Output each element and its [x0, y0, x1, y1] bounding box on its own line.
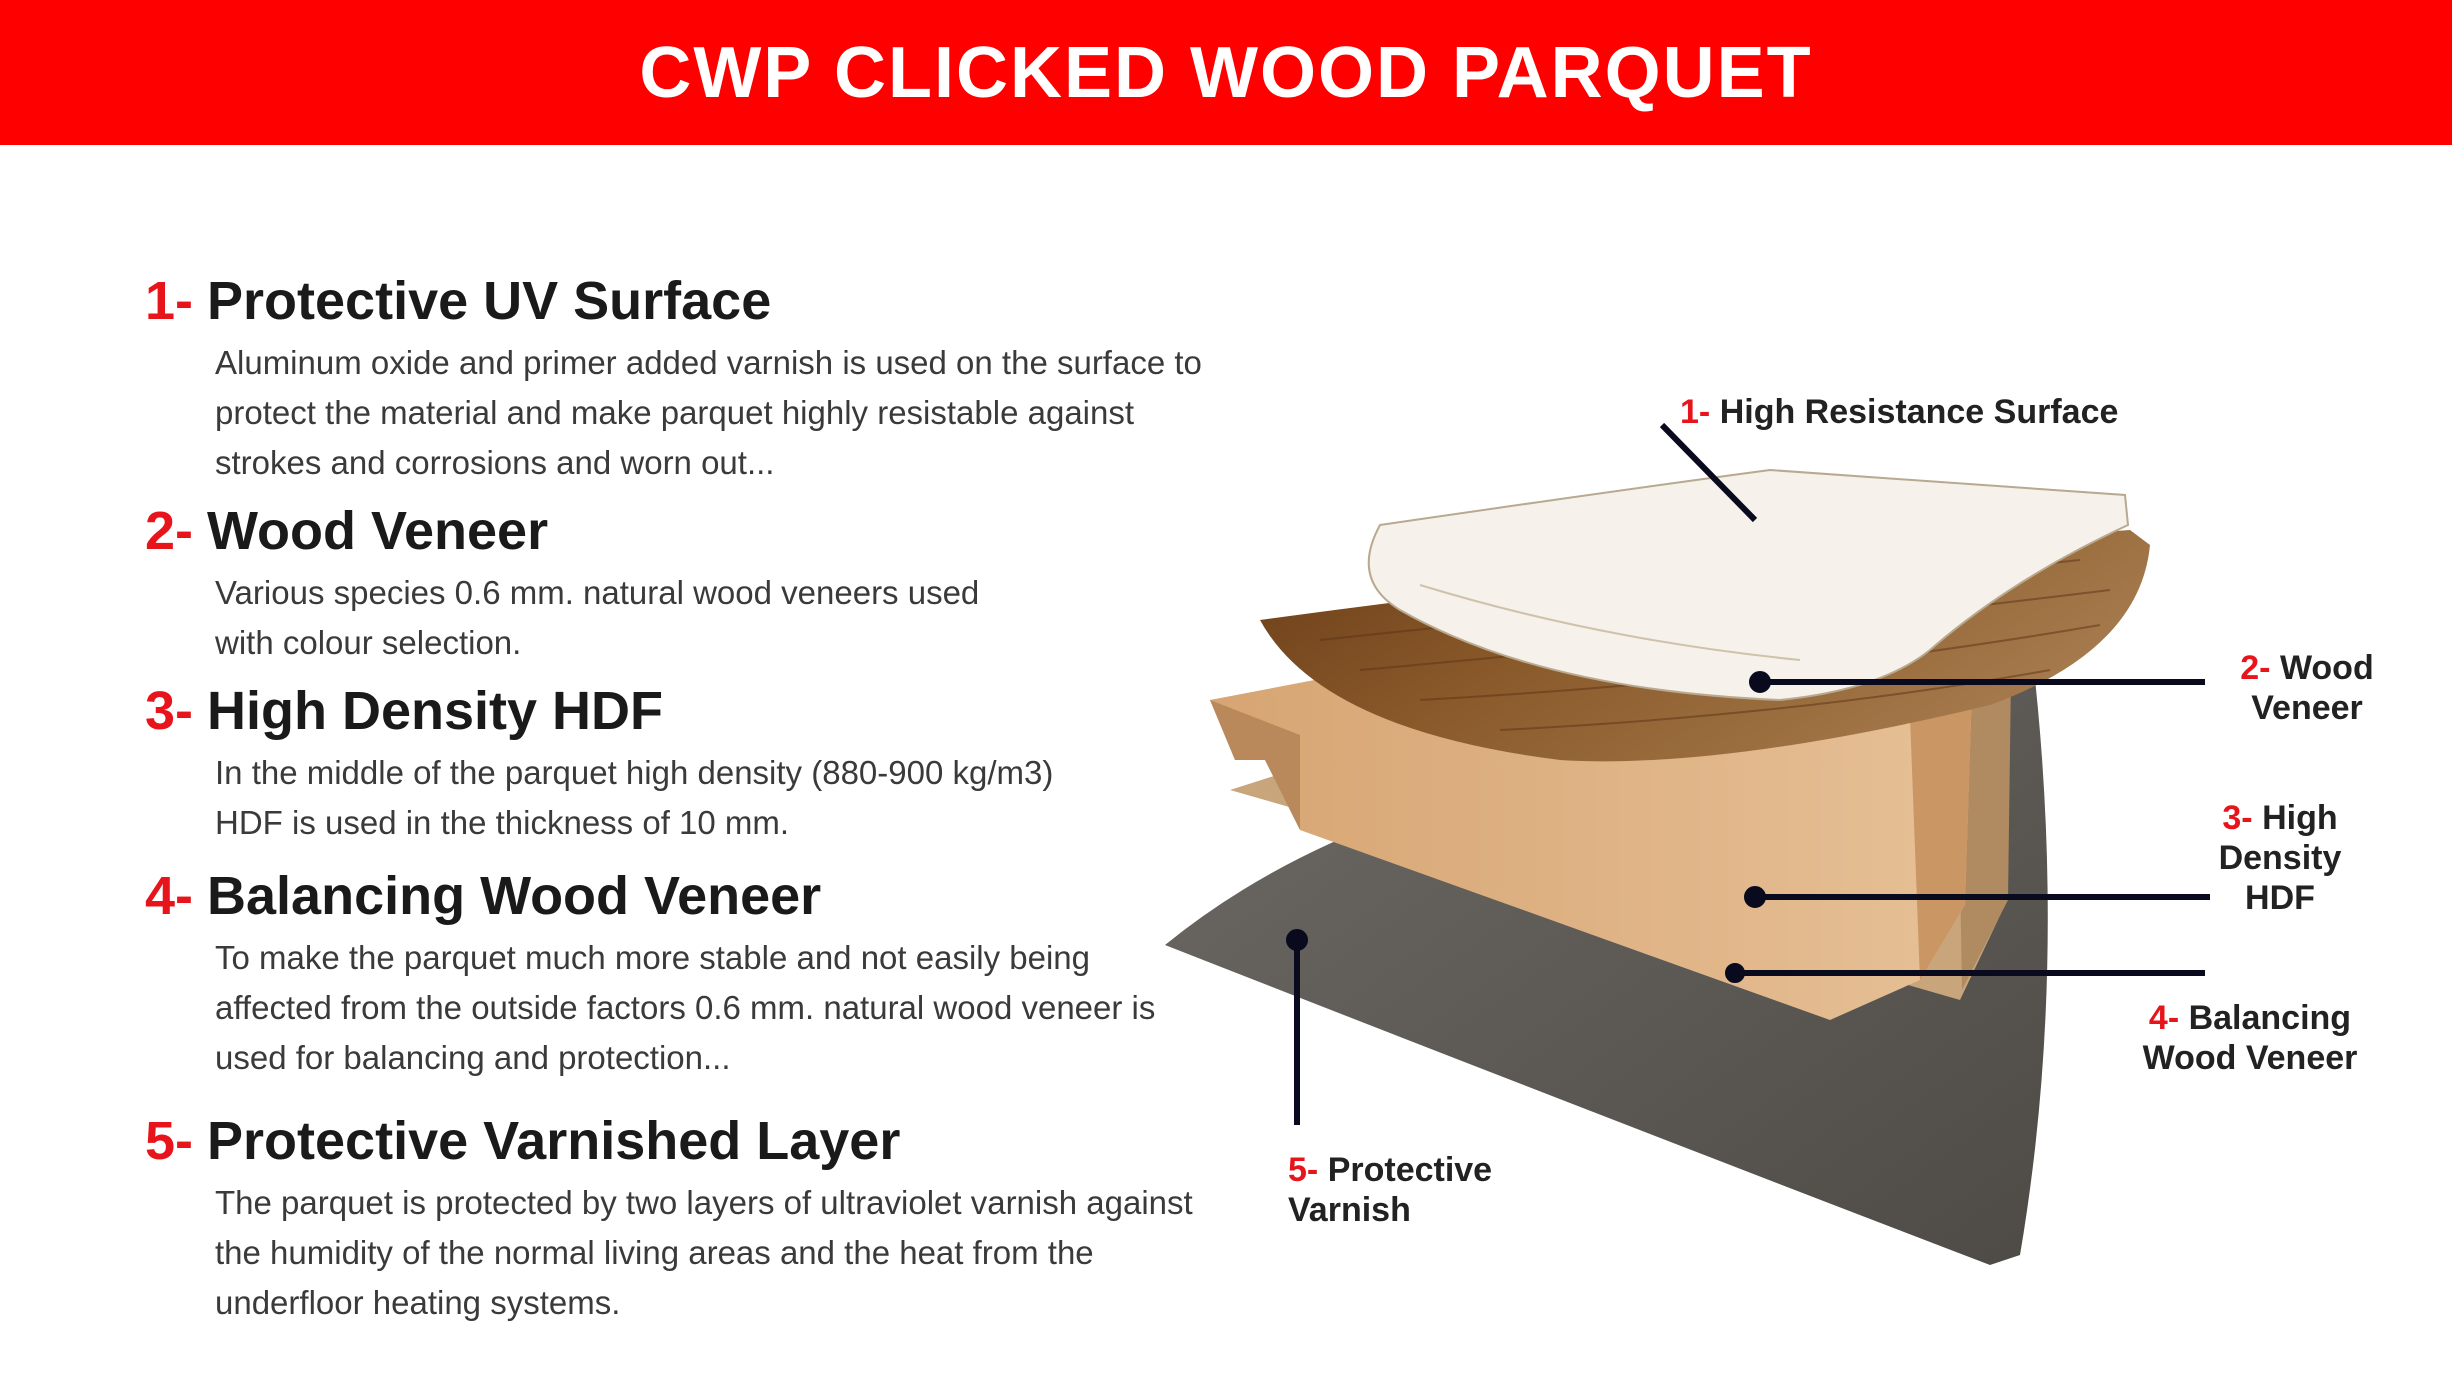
layer-item-balancing-veneer: 4-Balancing Wood Veneer To make the parq…: [145, 865, 1325, 1083]
layer-title: Protective UV Surface: [207, 271, 772, 331]
layer-description: Various species 0.6 mm. natural wood ven…: [215, 574, 980, 661]
leader-dot-hdf: [1744, 886, 1766, 908]
callout-protective-varnish: 5- Protective Varnish: [1288, 1150, 1528, 1230]
layer-title: High Density HDF: [207, 681, 664, 741]
callout-high-resistance-surface: 1- High Resistance Surface: [1680, 392, 2118, 432]
leader-line-surface: [1659, 422, 1758, 523]
layer-number: 2-: [145, 501, 194, 561]
layer-number: 5-: [145, 1111, 194, 1171]
page-title: CWP CLICKED WOOD PARQUET: [639, 32, 1813, 113]
callout-number: 4-: [2148, 999, 2180, 1037]
callout-label: High Resistance Surface: [1719, 393, 2119, 431]
layer-number: 3-: [145, 681, 194, 741]
layer-number: 4-: [145, 866, 194, 926]
layer-item-varnished-layer: 5-Protective Varnished Layer The parquet…: [145, 1110, 1325, 1328]
layer-description: Aluminum oxide and primer added varnish …: [215, 344, 1202, 481]
callout-leader-lines: [1286, 422, 2210, 1125]
layer-item-hdf: 3-High Density HDF In the middle of the …: [145, 680, 1325, 848]
layer-description: To make the parquet much more stable and…: [215, 939, 1156, 1076]
header-banner: CWP CLICKED WOOD PARQUET: [0, 0, 2452, 145]
callout-number: 2-: [2240, 649, 2271, 687]
callout-label: Balancing Wood Veneer: [2142, 999, 2358, 1077]
callout-label: High Density HDF: [2218, 799, 2342, 917]
uv-surface-film-highlight: [1419, 584, 1801, 661]
callout-label: Wood Veneer: [2251, 649, 2374, 727]
layer-item-uv-surface: 1-Protective UV Surface Aluminum oxide a…: [145, 270, 1325, 488]
callout-high-density-hdf: 3- High Density HDF: [2200, 798, 2360, 918]
callout-wood-veneer: 2- Wood Veneer: [2222, 648, 2392, 728]
layer-title: Balancing Wood Veneer: [207, 866, 822, 926]
leader-dot-balancing: [1725, 963, 1745, 983]
layer-number: 1-: [145, 271, 194, 331]
callout-balancing-wood-veneer: 4- Balancing Wood Veneer: [2130, 998, 2370, 1078]
callout-label: Protective Varnish: [1288, 1151, 1493, 1229]
hdf-groove-shadow: [1210, 700, 1300, 830]
leader-dot-veneer: [1749, 671, 1771, 693]
callout-number: 5-: [1288, 1151, 1319, 1189]
layer-item-wood-veneer: 2-Wood Veneer Various species 0.6 mm. na…: [145, 500, 1325, 668]
layer-title: Wood Veneer: [207, 501, 549, 561]
layer-description: In the middle of the parquet high densit…: [215, 754, 1054, 841]
callout-number: 1-: [1680, 393, 1711, 431]
layer-title: Protective Varnished Layer: [207, 1111, 901, 1171]
leader-dot-varnish: [1286, 929, 1308, 951]
callout-number: 3-: [2222, 799, 2253, 837]
layer-description: The parquet is protected by two layers o…: [215, 1184, 1193, 1321]
uv-surface-film: [1367, 468, 2130, 702]
